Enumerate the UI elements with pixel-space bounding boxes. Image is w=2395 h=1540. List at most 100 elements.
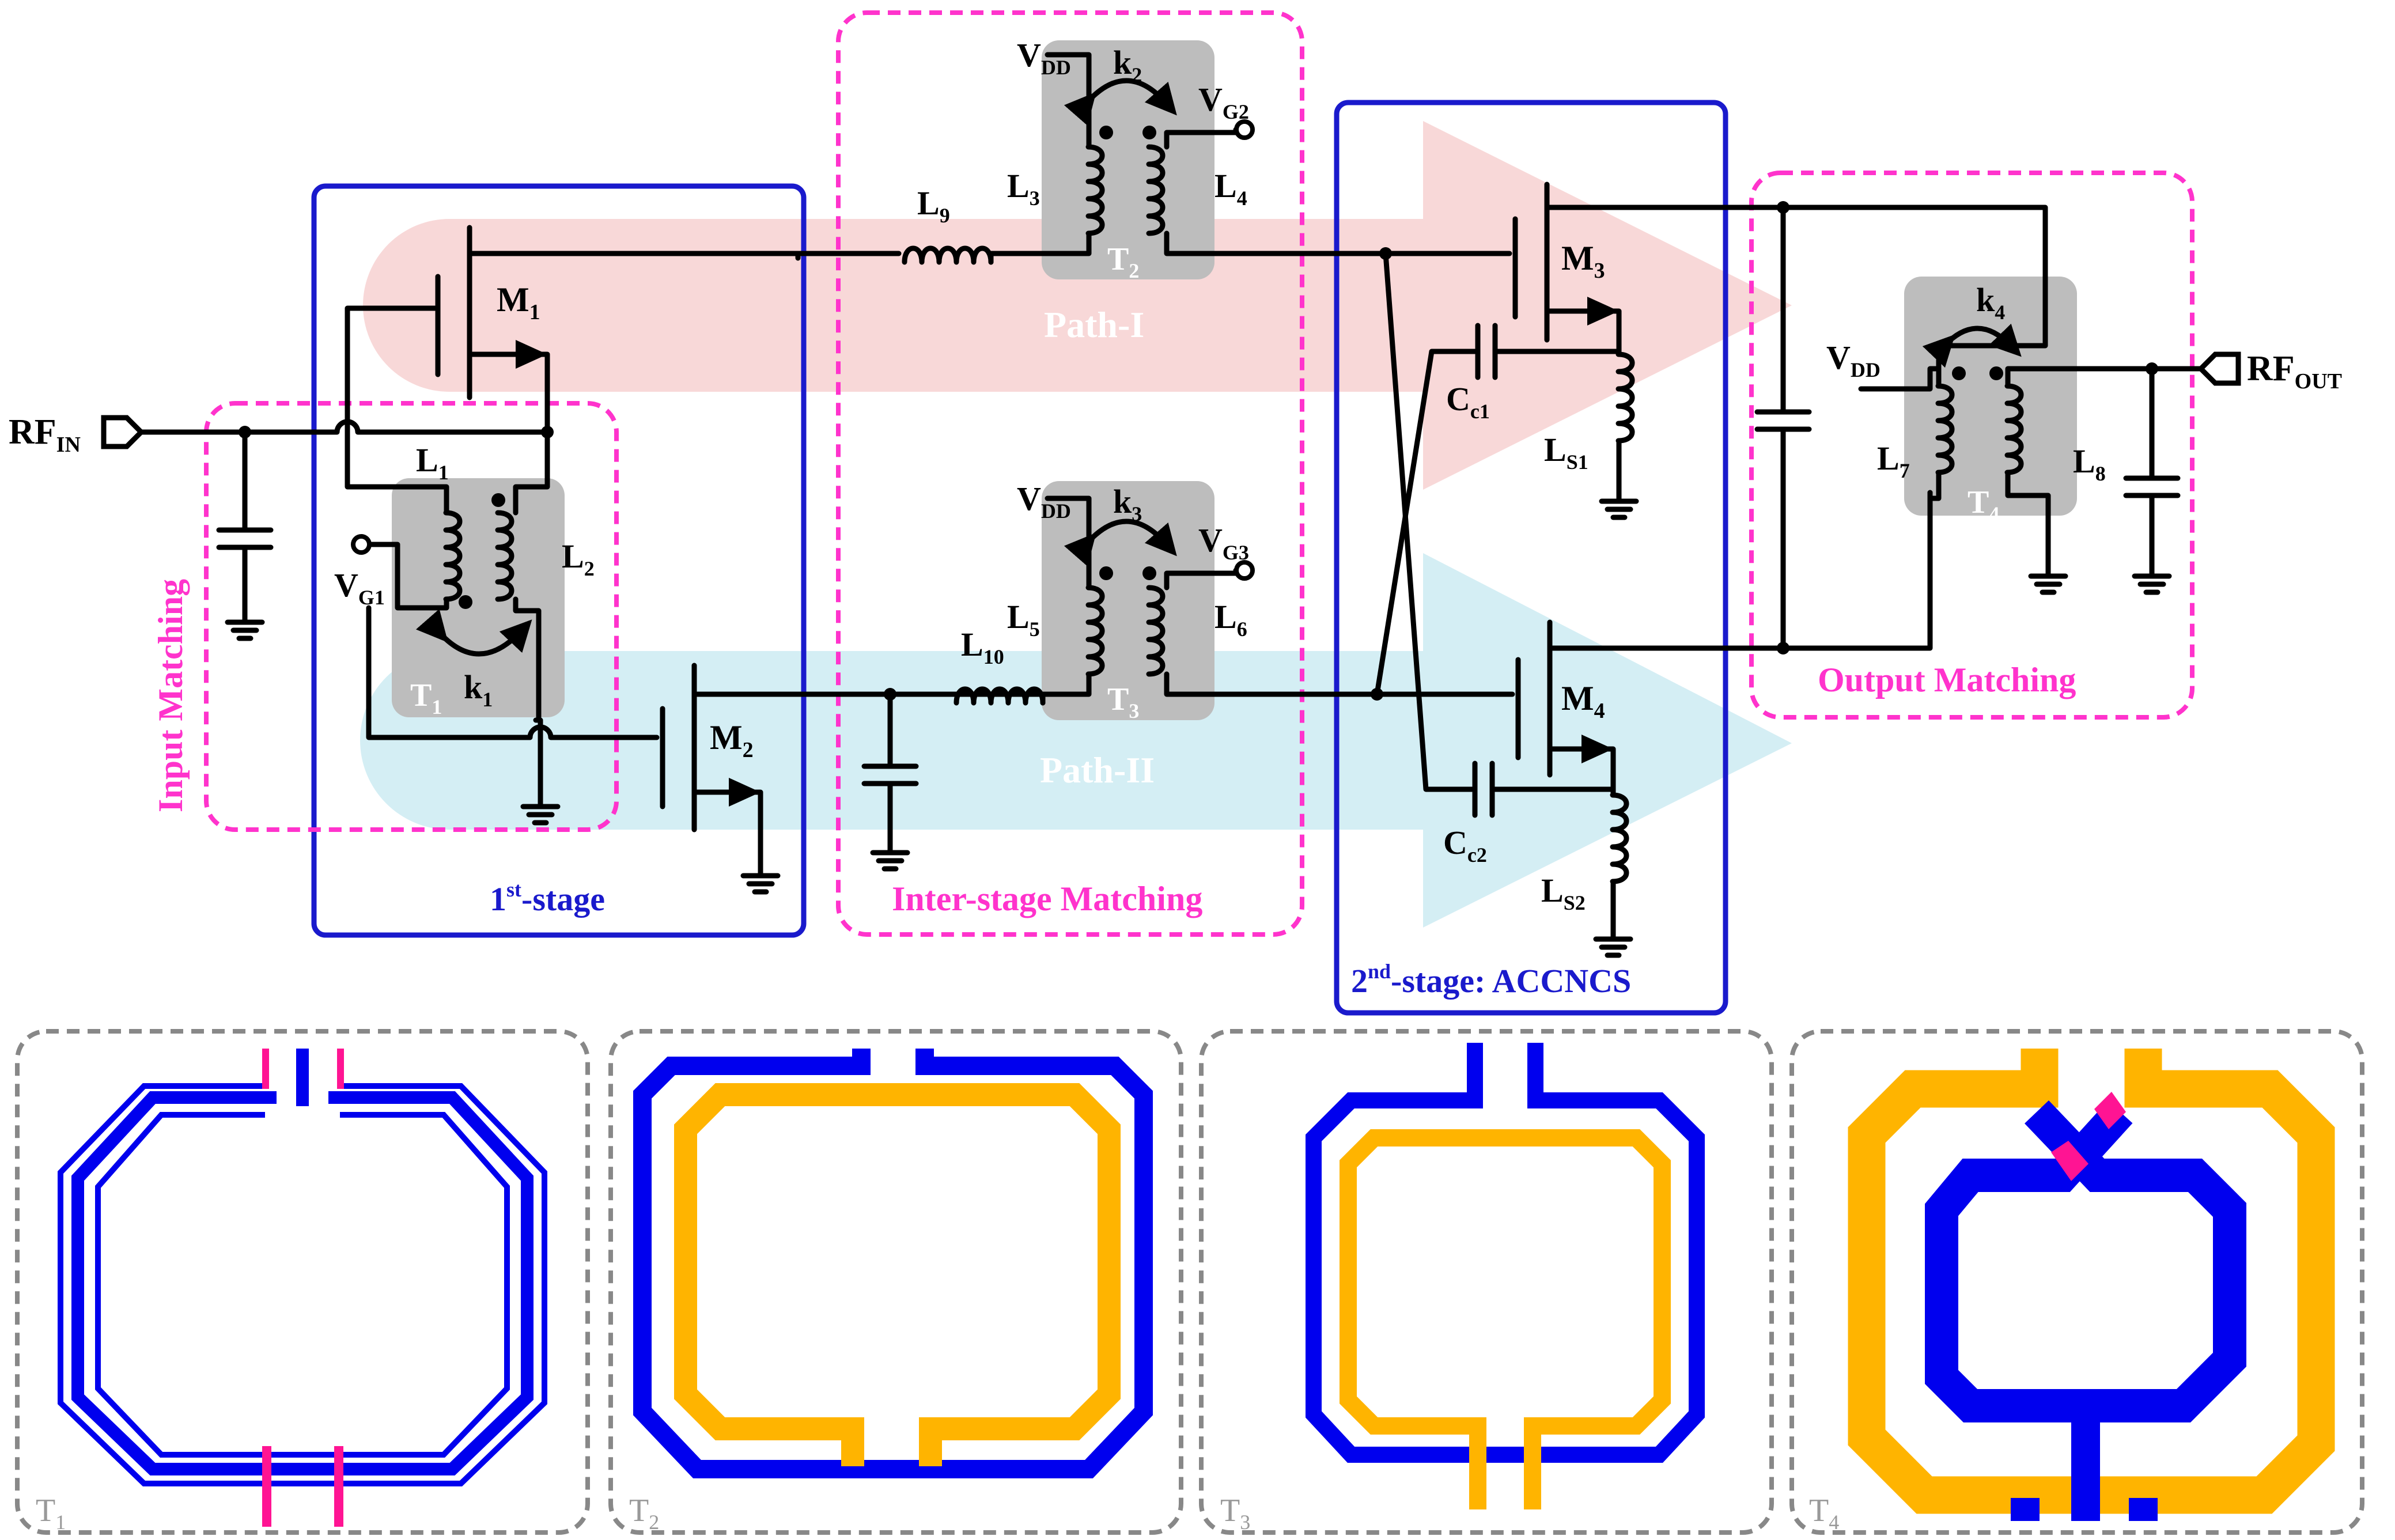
t1-l1-bottom bbox=[366, 542, 449, 611]
layout-panel-t3 bbox=[1199, 1029, 1774, 1535]
l6-label: L6 bbox=[1214, 598, 1247, 641]
ls1-ground bbox=[1602, 484, 1636, 517]
l9-label: L9 bbox=[917, 184, 950, 227]
l4-label: L4 bbox=[1214, 167, 1247, 210]
t4-dot-2 bbox=[1989, 366, 2003, 380]
rf-out-label: RFOUT bbox=[2247, 349, 2342, 393]
t2-dot-1 bbox=[1099, 126, 1113, 139]
path-2-label: Path-II bbox=[1040, 750, 1155, 790]
cross-wire-1 bbox=[1383, 251, 1475, 792]
vdd-label-t4: VDD bbox=[1826, 339, 1881, 381]
output-matching-box bbox=[1749, 171, 2195, 720]
out-ground bbox=[2135, 559, 2169, 592]
vdd-label-t3: VDD bbox=[1017, 480, 1071, 523]
vg3-label: VG3 bbox=[1198, 521, 1249, 564]
path-2-arrow bbox=[360, 553, 1792, 928]
k4-label: k4 bbox=[1976, 281, 2005, 324]
ls2-ground bbox=[1596, 922, 1630, 955]
layout-t4-label: T4 bbox=[1809, 1493, 1839, 1534]
m2-ground bbox=[743, 858, 778, 892]
t4-l8-bottom bbox=[2005, 470, 2051, 562]
rf-in-label: RFIN bbox=[9, 413, 81, 457]
t1-dot-2 bbox=[491, 493, 505, 507]
k4-arrow bbox=[1922, 323, 2022, 368]
t1-dot-1 bbox=[459, 595, 472, 609]
cc2-label: Cc2 bbox=[1443, 824, 1487, 867]
layout-panel-t4 bbox=[1789, 1029, 2364, 1535]
t2-dot-2 bbox=[1142, 126, 1156, 139]
m1-label: M1 bbox=[497, 281, 540, 324]
t4-l8-top bbox=[2005, 366, 2204, 389]
m4-label: M4 bbox=[1561, 679, 1605, 723]
l8-label: L8 bbox=[2073, 442, 2106, 485]
l3-label: L3 bbox=[1007, 167, 1040, 210]
inter-ground bbox=[873, 835, 907, 869]
m2-arrow bbox=[729, 778, 761, 807]
t1-label: T1 bbox=[410, 678, 442, 718]
first-stage-label: 1st-stage bbox=[490, 878, 605, 918]
second-stage-label: 2nd-stage: ACCNCS bbox=[1351, 960, 1631, 1000]
vg1-port bbox=[351, 534, 372, 555]
t1-background bbox=[392, 478, 565, 717]
layout-panel-t1 bbox=[15, 1029, 590, 1535]
t4-label: T4 bbox=[1968, 485, 1999, 525]
input-matching-label: Input Matching bbox=[152, 579, 190, 812]
m2-label: M2 bbox=[710, 718, 754, 762]
l5-label: L5 bbox=[1007, 598, 1040, 641]
t1-l2-bottom bbox=[513, 596, 542, 723]
first-stage-box bbox=[311, 183, 807, 938]
t3-dot-1 bbox=[1099, 566, 1113, 580]
ls1-label: LS1 bbox=[1544, 431, 1588, 474]
m1-arrow bbox=[516, 340, 547, 369]
layout-t2-label: T2 bbox=[629, 1493, 659, 1534]
t1-l1-top bbox=[345, 429, 449, 516]
m3-label: M3 bbox=[1561, 239, 1605, 283]
t2-label: T2 bbox=[1107, 241, 1139, 282]
k3-label: k3 bbox=[1113, 483, 1142, 525]
layout-t4 bbox=[1848, 1049, 2335, 1521]
layout-t2 bbox=[633, 1049, 1153, 1478]
vdd-label-t2: VDD bbox=[1017, 36, 1071, 79]
t2-out-wire bbox=[1164, 230, 1388, 256]
t4-dot-1 bbox=[1952, 366, 1966, 380]
input-matching-box bbox=[204, 401, 619, 832]
cc1-wire bbox=[1492, 349, 1622, 357]
k2-arrow bbox=[1064, 78, 1177, 126]
l1-label: L1 bbox=[416, 441, 449, 484]
rf-out-port bbox=[2197, 351, 2241, 386]
k1-arrow bbox=[415, 608, 532, 657]
path-1-arrow bbox=[363, 121, 1792, 490]
t4-l7-bottom bbox=[1927, 470, 1942, 501]
k3-arrow bbox=[1064, 519, 1177, 567]
l10-label: L10 bbox=[961, 626, 1004, 668]
layout-t1 bbox=[58, 1049, 547, 1486]
inter-stage-label: Inter-stage Matching bbox=[892, 880, 1202, 918]
layout-t3-label: T3 bbox=[1220, 1493, 1250, 1534]
vg3-port bbox=[1234, 560, 1255, 581]
cc1-label: Cc1 bbox=[1446, 380, 1490, 423]
t4-ground bbox=[2031, 559, 2065, 592]
second-stage-box bbox=[1334, 100, 1728, 1016]
l7-label: L7 bbox=[1877, 440, 1910, 482]
ls2-label: LS2 bbox=[1541, 872, 1586, 914]
vg2-label: VG2 bbox=[1198, 81, 1249, 123]
l10-wire-right bbox=[1040, 671, 1092, 706]
k1-label: k1 bbox=[464, 668, 493, 711]
rf-in-port bbox=[101, 415, 145, 449]
m3-arrow bbox=[1587, 297, 1619, 326]
m3-drain bbox=[1544, 205, 2048, 271]
layout-t1-label: T1 bbox=[36, 1493, 66, 1534]
layout-t4-vias bbox=[2051, 1092, 2126, 1181]
layout-panel-t2 bbox=[608, 1029, 1183, 1535]
vg1-label: VG1 bbox=[334, 566, 385, 609]
t3-label: T3 bbox=[1107, 682, 1139, 722]
m4-drain bbox=[1547, 490, 1933, 651]
m1-gate-wire bbox=[345, 305, 438, 435]
layout-t1-vias bbox=[262, 1049, 344, 1527]
path-1-label: Path-I bbox=[1044, 304, 1144, 345]
l9-wire-right bbox=[988, 230, 1092, 265]
m4-arrow bbox=[1581, 735, 1613, 763]
l2-label: L2 bbox=[562, 538, 595, 580]
output-matching-label: Output Matching bbox=[1818, 661, 2076, 699]
